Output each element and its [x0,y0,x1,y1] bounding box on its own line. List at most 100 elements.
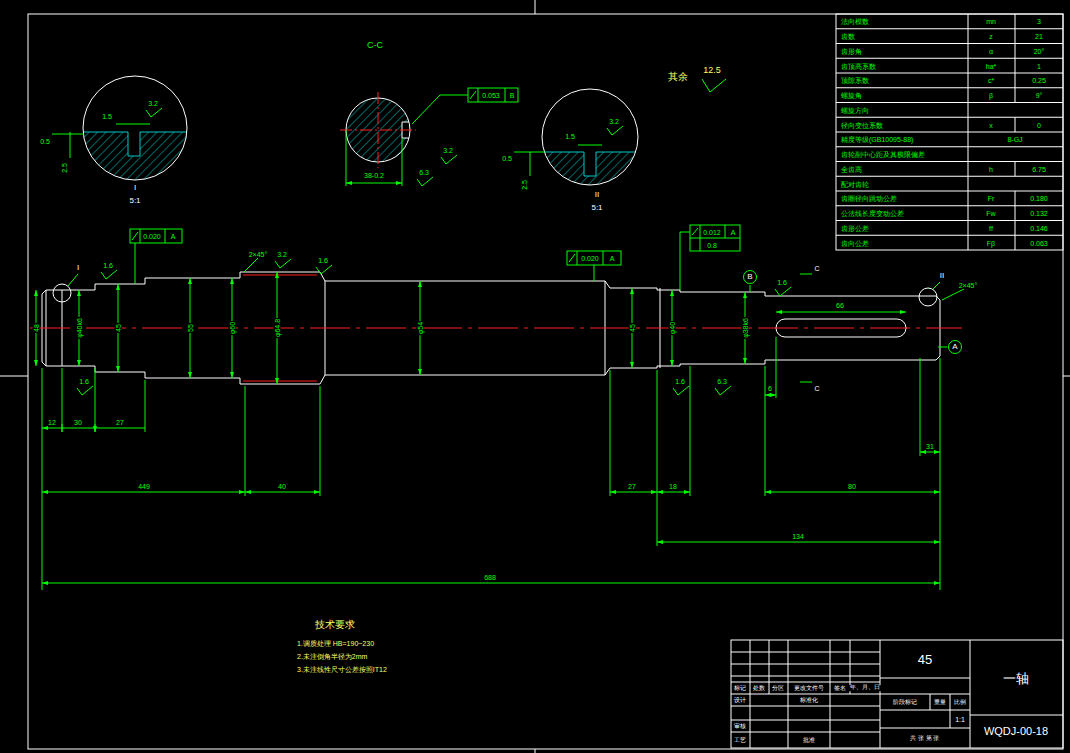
drawing-label: 齿向公差 [840,240,870,247]
drawing-label: 45 [629,323,636,333]
dimension-lines [42,583,940,584]
drawing-label: A [170,233,177,240]
detail-I [116,124,150,125]
drawing-label: β [988,92,994,99]
drawing-label: 径向变位系数 [840,122,884,129]
drawing-label: 48 [33,323,40,333]
drawing-label: φ60 [229,321,236,335]
drawing-label: 30 [73,419,83,426]
drawing-label: 齿形角 [840,48,863,55]
frame [535,0,536,14]
drawing-label: 螺旋角 [840,92,863,99]
drawing-label: 一轴 [1002,672,1030,685]
datum-circle: B [743,270,757,284]
drawing-label: x [988,122,994,129]
drawing-label: WQDJ-00-18 [983,726,1049,737]
surface-finish-symbols [146,108,162,117]
detail-I [52,76,190,185]
drawing-label: φ64.8 [274,318,281,338]
drawing-label: 6.3 [716,378,728,385]
frame [1063,376,1070,377]
parameter-table [968,14,1015,250]
drawing-label: Fβ [986,240,996,247]
drawing-label: 设计 [733,697,747,703]
frame [535,749,536,753]
drawing-label: C-C [366,41,384,50]
drawing-label: 0.25 [1031,77,1047,84]
dimension-lines [36,272,940,590]
detail-I [80,132,190,185]
drawing-label: 1.6 [776,279,788,286]
drawing-label: 38-0.2 [363,172,385,179]
dimension-lines [610,492,657,493]
drawing-label: A [609,255,616,262]
drawing-label: 2.5 [521,179,528,191]
section-C-C [346,130,402,186]
detail-II [514,89,640,190]
drawing-label: 31 [925,443,935,450]
drawing-label: 45 [917,653,933,666]
drawing-label: A [730,229,737,236]
circle-outline [744,271,757,284]
drawing-label: 螺旋方向 [840,107,870,114]
drawing-label: C [813,385,820,392]
section-C-C [468,88,518,102]
drawing-label: 1.6 [78,378,90,385]
drawing-label: 0.132 [1029,210,1049,217]
drawing-label: 21 [1034,33,1044,40]
drawing-label: 1.5 [564,133,576,140]
dimension-lines [245,492,320,493]
surface-finish-symbols [275,259,291,268]
title-block [731,652,880,732]
datum-circle: A [948,340,962,354]
detail-I [52,134,84,135]
drawing-label: 共 张 第 张 [909,735,940,741]
drawing-label: φ54 [417,321,424,335]
title-block [731,640,1063,748]
drawing-label: 45 [115,323,122,333]
dimension-lines [776,337,777,398]
drawing-label: 1:1 [954,716,966,723]
drawing-label: 配对齿轮 [840,181,870,188]
drawing-label: II [594,191,600,199]
tolerance-frames [130,229,182,243]
drawing-label: 6.75 [1031,166,1047,173]
leaders [68,274,940,289]
drawing-label: 0.020 [142,233,162,240]
surface-finish-symbols [673,386,689,395]
detail-II [540,152,640,190]
drawing-label: 标准化 [799,697,819,703]
drawing-label: 3.2 [147,100,159,107]
tolerance-frames [569,251,603,281]
drawing-label: 0.8 [706,242,718,249]
surface-finish-symbols [441,155,457,164]
drawing-label: h [988,166,994,173]
drawing-label: Fw [985,210,996,217]
detail-II [578,145,602,146]
detail-I [80,132,190,156]
drawing-label: ff [988,225,994,232]
drawing-label: φ40 [669,321,676,335]
leaders [800,274,812,382]
drawing-label: 1.6 [674,378,686,385]
drawing-label: 3.2 [276,251,288,258]
drawing-label: 精度等级(GB10095-88) [840,136,914,143]
drawing-label: 工艺 [733,737,747,743]
drawing-label: mn [985,18,997,25]
drawing-label: 80 [847,483,857,490]
drawing-label: 2×45° [248,251,269,258]
tolerance-frames [680,225,740,290]
surface-finish-symbols [715,386,731,395]
drawing-label: 9° [1035,92,1044,99]
surface-finish-symbols [77,386,93,395]
surface-finish-symbols [101,270,117,279]
tolerance-frames [132,229,165,284]
drawing-label: 年、月、日 [849,685,881,691]
drawing-label: φ40k6 [76,317,83,339]
drawing-label: 标记 [733,685,747,691]
datum-letter: A [952,343,957,351]
drawing-label: 齿顶高系数 [840,63,877,70]
drawing-label: 1.6 [102,262,114,269]
drawing-label: 0.5 [501,155,513,162]
drawing-label: 3.未注线性尺寸公差按照IT12 [296,666,388,673]
